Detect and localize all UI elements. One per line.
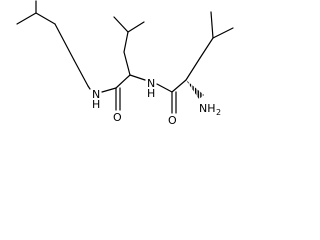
bond [35, 12, 56, 25]
carbonyl-oxygen-left: O [113, 111, 122, 124]
bond [127, 21, 145, 33]
amide-nh-left-n: N [92, 88, 100, 101]
bond [123, 51, 131, 76]
bond [16, 12, 37, 25]
bond [171, 79, 187, 93]
bond [185, 57, 201, 81]
bond [129, 74, 146, 81]
carbonyl-right [171, 91, 177, 114]
bond [54, 23, 75, 61]
bond [212, 27, 234, 39]
isopentyl-group [16, 0, 89, 87]
bond [115, 74, 131, 89]
bond [101, 87, 117, 93]
bond [73, 59, 89, 87]
carbonyl-left [115, 87, 121, 111]
amide-nh-right-n: N [147, 77, 155, 90]
bond [156, 83, 173, 93]
bond [113, 16, 129, 33]
leucine-side-chain-right [185, 11, 234, 81]
carbonyl-oxygen-right: O [168, 114, 177, 127]
amide-nh-right-h: H [147, 87, 155, 100]
amine-nh2-subscript: 2 [216, 108, 221, 117]
bond [87, 85, 91, 90]
stereo-hash-wedge [186, 80, 204, 99]
amide-nh-left-h: H [92, 98, 100, 111]
bond [123, 31, 129, 53]
bond [199, 37, 214, 59]
amine-nh2: NH [199, 102, 216, 115]
leucine-side-chain-left [113, 16, 145, 76]
bond [210, 11, 214, 39]
molecule-structure: N H O N H O NH 2 [16, 0, 234, 127]
